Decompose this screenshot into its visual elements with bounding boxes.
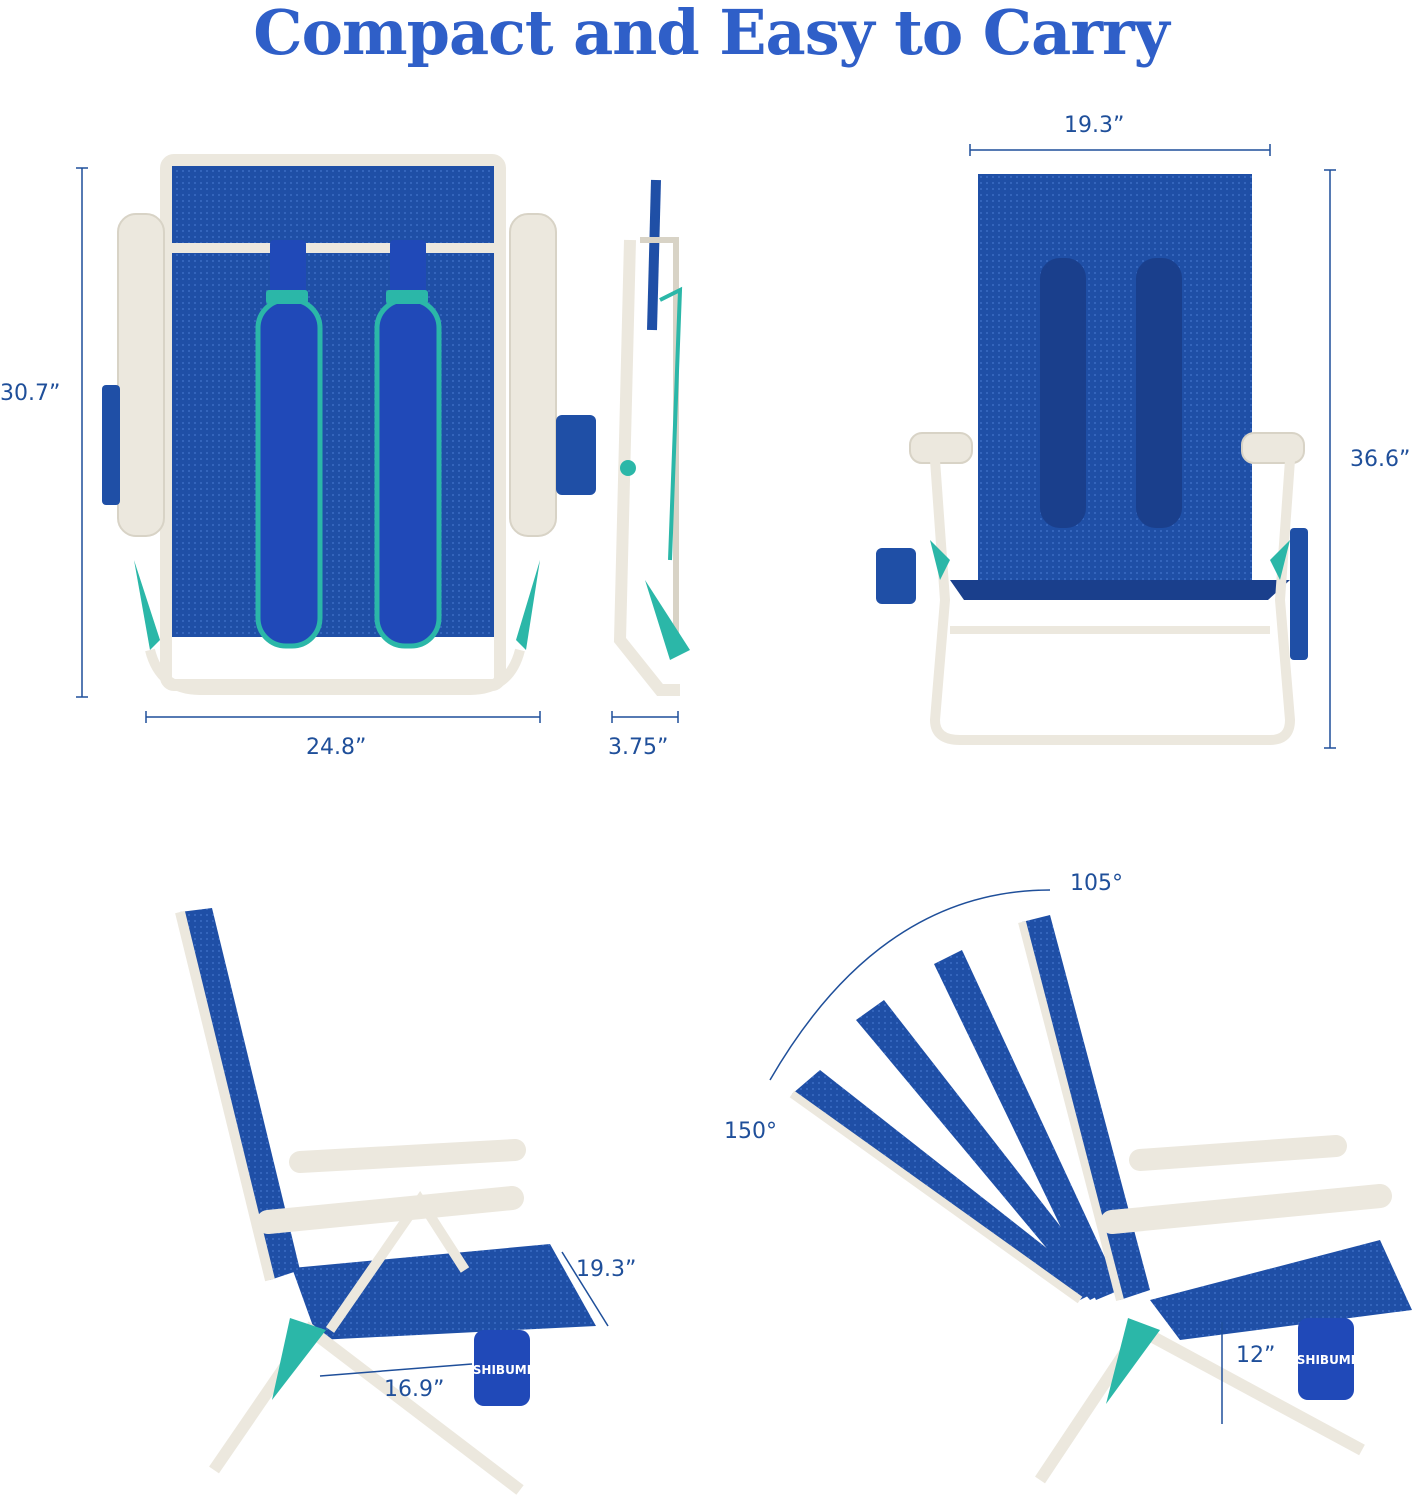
dimension-lines: [76, 144, 1336, 1424]
dim-folded-depth: 3.75”: [608, 735, 668, 760]
dimension-labels: 30.7” 24.8” 3.75” 19.3” 36.6” 19.3” 16.9…: [0, 113, 1410, 1402]
folded-chair-front: [102, 154, 596, 695]
open-chair-front: [876, 174, 1308, 745]
dim-seat-depth: 16.9”: [384, 1377, 444, 1402]
reclining-chair: SHIBUMI: [789, 915, 1412, 1484]
page-title: Compact and Easy to Carry: [253, 0, 1169, 69]
dim-folded-height: 30.7”: [0, 381, 60, 406]
brand-label-2: SHIBUMI: [1297, 1353, 1355, 1367]
folded-chair-side: [613, 179, 690, 696]
dim-open-width: 19.3”: [1064, 113, 1124, 138]
dim-folded-width: 24.8”: [306, 735, 366, 760]
brand-label: SHIBUMI: [473, 1363, 531, 1377]
dim-recline-min: 105°: [1070, 871, 1123, 896]
dim-recline-max: 150°: [724, 1119, 777, 1144]
dim-seat-width: 19.3”: [576, 1257, 636, 1282]
dim-seat-height: 12”: [1236, 1343, 1275, 1368]
dim-open-height: 36.6”: [1350, 447, 1410, 472]
open-chair-side: SHIBUMI: [175, 908, 596, 1495]
